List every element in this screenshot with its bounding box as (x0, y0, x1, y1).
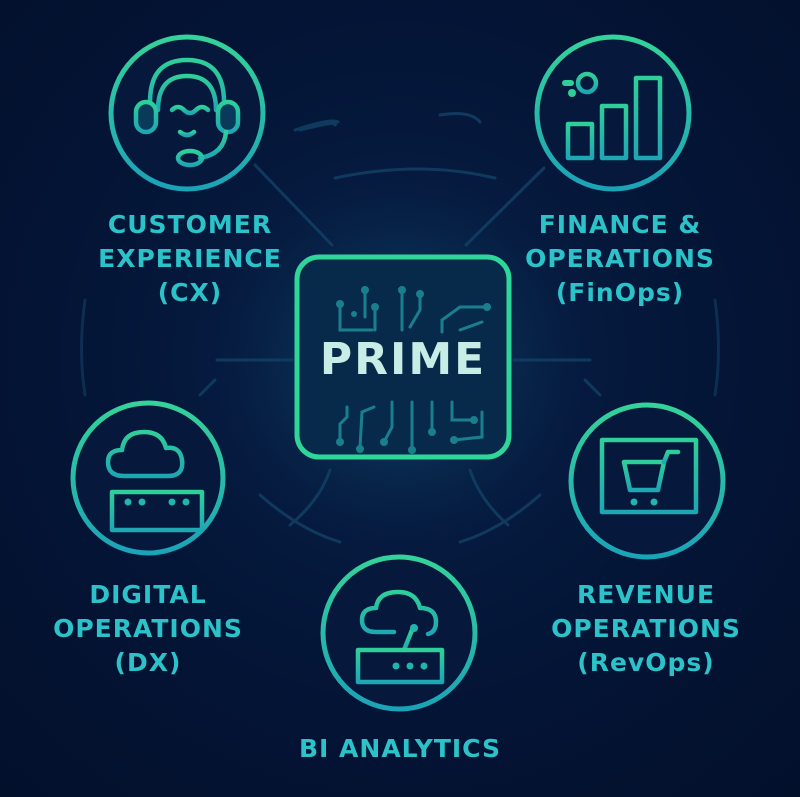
node-finance-operations[interactable] (532, 32, 694, 194)
label-line: BI ANALYTICS (299, 734, 501, 763)
label-line: FINANCE & (538, 210, 702, 239)
label-line: (RevOps) (577, 648, 715, 677)
bar-chart-icon (534, 34, 692, 192)
cloud-server-icon (70, 400, 226, 556)
circuit-board-icon (294, 254, 512, 460)
node-bi-analytics[interactable] (318, 552, 480, 714)
node-revenue-operations[interactable] (566, 400, 728, 562)
label-line: OPERATIONS (525, 244, 715, 273)
label-line: (DX) (114, 648, 182, 677)
label-bi-analytics: BI ANALYTICS (280, 732, 520, 766)
prime-title: PRIME (319, 334, 487, 385)
label-finance-operations: FINANCE & OPERATIONS (FinOps) (500, 208, 740, 310)
label-line: DIGITAL (89, 580, 207, 609)
label-line: CUSTOMER (107, 210, 273, 239)
label-customer-experience: CUSTOMER EXPERIENCE (CX) (70, 208, 310, 310)
prime-center-box[interactable]: PRIME (292, 252, 514, 462)
label-line: REVENUE (576, 580, 716, 609)
node-customer-experience[interactable] (106, 32, 268, 194)
monitor-cart-icon (568, 402, 726, 560)
label-line: (FinOps) (555, 278, 685, 307)
headset-icon (108, 34, 266, 192)
cloud-router-icon (320, 554, 478, 712)
label-line: OPERATIONS (551, 614, 741, 643)
node-digital-operations[interactable] (68, 398, 228, 558)
label-line: OPERATIONS (53, 614, 243, 643)
label-line: EXPERIENCE (98, 244, 282, 273)
label-revenue-operations: REVENUE OPERATIONS (RevOps) (526, 578, 766, 680)
label-line: (CX) (157, 278, 223, 307)
label-digital-operations: DIGITAL OPERATIONS (DX) (28, 578, 268, 680)
